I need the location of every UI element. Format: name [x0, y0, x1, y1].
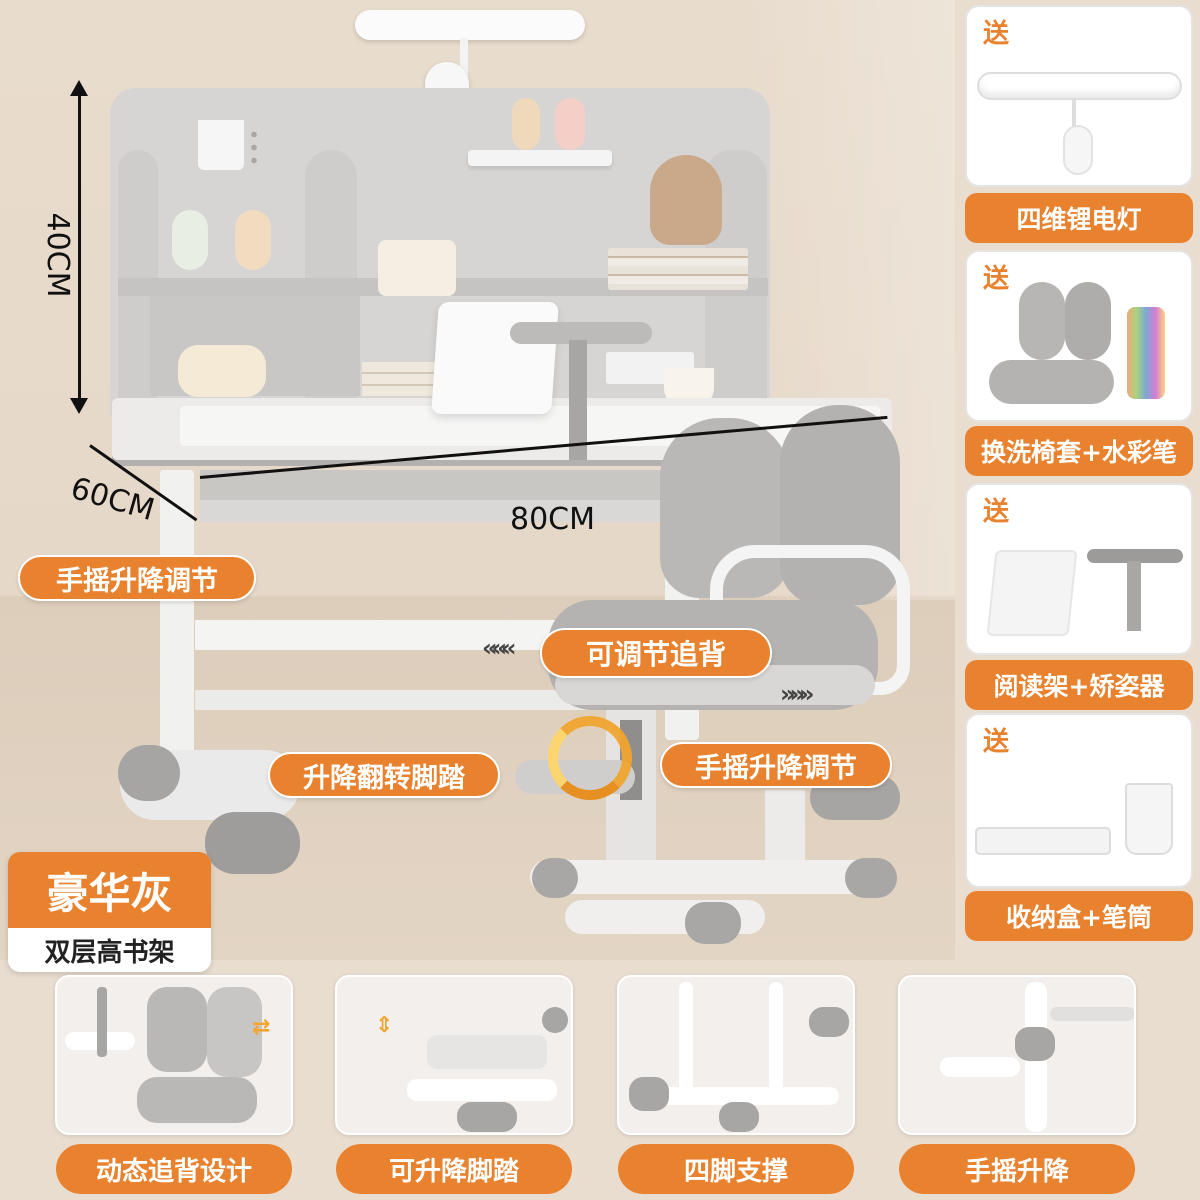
chair-seat-icon [137, 1077, 257, 1123]
figurine [555, 98, 585, 150]
gift-tag: 送 [983, 264, 1010, 294]
gift-tag: 送 [983, 19, 1010, 49]
width-dimension: 80CM [510, 502, 596, 537]
chevron-right-icon: »»» [780, 680, 814, 708]
gift-card-storage: 送 [965, 713, 1193, 888]
book-stack [608, 248, 748, 290]
storage-box-icon [975, 827, 1111, 855]
chevron-left-icon: ««« [482, 634, 516, 662]
gift-tag: 送 [983, 497, 1010, 527]
chair-cover-icon [1019, 282, 1065, 360]
gift-tag: 送 [983, 727, 1010, 757]
chair-foot-cap [845, 858, 897, 898]
arrow-left-icon: ⇄ [252, 1015, 271, 1040]
rotate-arrow-icon [548, 716, 632, 800]
desk-leg-left [160, 470, 194, 775]
feature-label: 动态追背设计 [56, 1144, 292, 1194]
foot-cap [719, 1102, 759, 1132]
reading-stand [431, 302, 559, 414]
desk-lift-callout: 手摇升降调节 [18, 555, 256, 601]
pegboard-holes [250, 128, 258, 168]
gift-card-stand: 送 [965, 483, 1193, 655]
chair-base-bar [639, 1087, 839, 1105]
feature-image-footrest: ⇕ [335, 975, 573, 1135]
variant-shelf: 双层高书架 [44, 937, 175, 968]
chair-lift-callout: 手摇升降调节 [660, 742, 892, 788]
bubble-candle [178, 345, 266, 397]
floating-shelf [468, 150, 612, 166]
corrector-pole [97, 987, 107, 1057]
chair-foot-cap [532, 858, 578, 898]
footrest-plate [427, 1035, 547, 1069]
pen-holder [198, 120, 244, 170]
feature-label: 四脚支撑 [618, 1144, 854, 1194]
posture-corrector-pole [1127, 561, 1141, 631]
arrow-up-icon [70, 80, 88, 96]
feature-image-four-legs [617, 975, 855, 1135]
figurine [512, 98, 540, 150]
product-scene: 40CM 80CM 60CM 手摇升降调节 ««« 可调节追背 »»» 升降翻转… [0, 0, 955, 960]
feature-label: 手摇升降 [899, 1144, 1135, 1194]
chair-post [769, 982, 783, 1092]
foot-cap [457, 1102, 517, 1132]
gift-card-lamp: 送 [965, 5, 1193, 187]
desk-footbar [195, 690, 665, 710]
variant-badge: 豪华灰 双层高书架 [8, 852, 211, 972]
crank-handle [940, 1057, 1020, 1077]
lamp-arm [1072, 99, 1076, 129]
chair-post [679, 982, 693, 1102]
height-dimension: 40CM [40, 212, 76, 298]
bracket [542, 1007, 568, 1033]
gift-label: 阅读架+矫姿器 [965, 660, 1193, 710]
depth-dimension: 60CM [66, 470, 159, 529]
arrow-up-icon: ⇕ [375, 1013, 394, 1038]
reading-stand-icon [986, 550, 1078, 636]
desk-lamp-icon [977, 72, 1182, 100]
foot-cap [809, 1007, 849, 1037]
retro-radio [378, 240, 456, 296]
posture-corrector-icon [1087, 549, 1183, 563]
teddy-bear [650, 155, 722, 245]
gift-label: 换洗椅套+水彩笔 [965, 426, 1193, 476]
footrest-bar [1050, 1007, 1134, 1021]
chair-back-icon [147, 987, 207, 1072]
figurine [172, 210, 208, 270]
gift-label: 收纳盒+笔筒 [965, 891, 1193, 941]
footrest-callout: 升降翻转脚踏 [268, 752, 500, 798]
feature-label: 可升降脚踏 [336, 1144, 572, 1194]
watercolor-pens-icon [1127, 307, 1165, 399]
posture-corrector-bar [510, 322, 652, 344]
pen-cup-icon [1125, 783, 1173, 855]
variant-color: 豪华灰 [8, 852, 211, 928]
gift-card-cover: 送 [965, 250, 1193, 422]
footrest-bar [407, 1079, 557, 1101]
chair-back-icon [207, 987, 262, 1077]
chair-foot-cap [685, 902, 741, 944]
crank-knob [1015, 1027, 1055, 1061]
desk-foot-cap [205, 812, 300, 874]
chair-base-bar [530, 860, 890, 894]
chair-cover-seat [989, 360, 1114, 404]
height-dimension-line [78, 90, 81, 400]
chair-cover-back [1065, 282, 1111, 360]
feature-image-dynamic-back: ⇄ [55, 975, 293, 1135]
lamp-light-bar [355, 10, 585, 40]
arrow-down-icon [70, 398, 88, 414]
gift-label: 四维锂电灯 [965, 193, 1193, 243]
posture-corrector-pole [569, 340, 587, 460]
book-stack [362, 362, 442, 396]
feature-image-crank [898, 975, 1136, 1135]
figurine [235, 210, 271, 270]
lamp-arm [460, 38, 468, 78]
adjustable-back-callout: 可调节追背 [540, 628, 772, 678]
desk-foot-cap [118, 745, 180, 801]
lamp-clip [1063, 125, 1093, 175]
foot-cap [629, 1077, 669, 1111]
chair-rear-post [765, 790, 805, 865]
